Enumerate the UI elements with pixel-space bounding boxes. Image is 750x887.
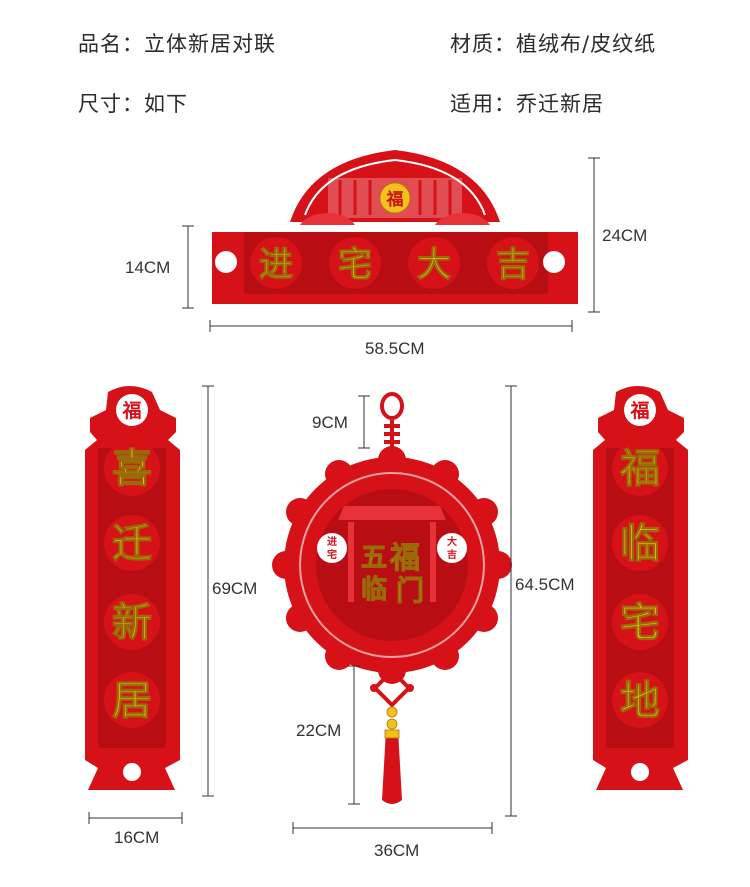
spec-use: 适用：乔迁新居 — [450, 92, 604, 116]
fan-decoration-icon — [435, 212, 490, 225]
banner: 福 进 宅 大 吉 — [212, 150, 578, 304]
left-couplet-char-3: 新 — [112, 599, 152, 646]
banner-crown-emblem: 福 — [386, 189, 404, 210]
banner-width-label: 58.5CM — [365, 339, 425, 358]
left-couplet-emblem-icon — [116, 394, 148, 426]
chinese-knot-icon — [372, 668, 412, 708]
right-couplet: 福 福 临 宅 地 — [593, 386, 688, 790]
pendant-side-right-2: 吉 — [447, 548, 457, 561]
pendant-side-left-1: 进 — [327, 535, 337, 548]
left-couplet: 福 喜 迁 新 居 — [85, 386, 180, 790]
spec-product-name: 品名：立体新居对联 — [78, 32, 276, 56]
pendant-side-left-2: 宅 — [327, 548, 337, 561]
left-couplet-dimensions: 69CM 16CM — [88, 385, 257, 847]
spec-material: 材质：植绒布/皮纹纸 — [450, 32, 657, 56]
pendant-total-label: 64.5CM — [515, 575, 575, 594]
pendant-center-char-2: 五 — [361, 543, 387, 573]
left-couplet-char-2: 迁 — [112, 520, 152, 567]
tassel-icon — [382, 730, 402, 804]
left-couplet-char-1: 喜 — [112, 445, 152, 492]
right-couplet-emblem: 福 — [629, 399, 649, 422]
banner-total-height-label: 24CM — [602, 226, 647, 245]
banner-dimensions: 14CM 24CM 58.5CM — [125, 157, 647, 358]
right-couplet-coin-icon — [631, 763, 649, 781]
banner-height-label: 14CM — [125, 258, 170, 277]
banner-left-emblem-icon — [215, 251, 237, 273]
left-couplet-coin-icon — [123, 763, 141, 781]
right-couplet-char-1: 福 — [619, 445, 660, 492]
left-couplet-height-label: 69CM — [212, 579, 257, 598]
pendant-tassel-label: 22CM — [296, 721, 341, 740]
pendant-center-char-3: 临 — [361, 574, 387, 605]
right-couplet-char-4: 地 — [620, 677, 660, 724]
right-couplet-char-3: 宅 — [620, 599, 660, 646]
pendant: 进 宅 大 吉 福 五 临 门 — [272, 392, 512, 804]
banner-char-2: 宅 — [338, 245, 372, 285]
pendant-loop-label: 9CM — [312, 413, 348, 432]
pendant-dimensions: 9CM 22CM 64.5CM 36CM — [292, 385, 575, 860]
banner-char-3: 大 — [417, 245, 451, 285]
pendant-center-char-1: 福 — [389, 541, 420, 576]
banner-crown-emblem-icon — [379, 182, 411, 214]
right-couplet-emblem-icon — [624, 394, 656, 426]
pendant-center-char-4: 门 — [396, 574, 424, 607]
left-couplet-char-4: 居 — [112, 677, 152, 724]
left-couplet-width-label: 16CM — [114, 828, 159, 847]
banner-right-emblem-icon — [543, 251, 565, 273]
left-couplet-emblem: 福 — [121, 399, 141, 422]
pendant-loop-icon — [380, 392, 404, 420]
pendant-side-right-1: 大 — [447, 535, 457, 548]
spec-size: 尺寸：如下 — [78, 92, 188, 116]
right-couplet-char-2: 临 — [620, 520, 660, 567]
banner-char-1: 进 — [259, 245, 293, 285]
banner-char-4: 吉 — [496, 245, 530, 285]
pendant-width-label: 36CM — [374, 841, 419, 860]
fan-decoration-icon — [300, 212, 355, 225]
